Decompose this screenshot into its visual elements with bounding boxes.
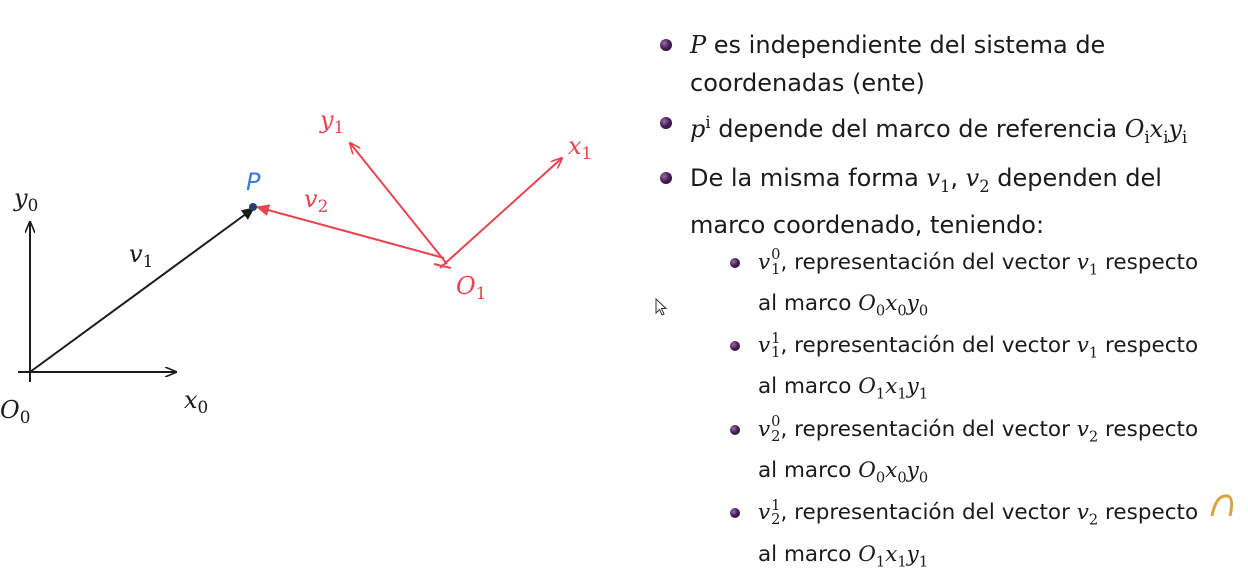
label-x0: x0: [184, 386, 208, 417]
bullet-text: es independiente del sistema de: [706, 31, 1106, 59]
bullet-pi-depends: pi depende del marco de referencia Oixiy…: [656, 104, 1248, 157]
bullet-text: marco coordenado, teniendo:: [690, 210, 1045, 239]
symbol-pi: pi: [690, 113, 711, 143]
frame-oixiyi: Oixiyi: [1124, 115, 1188, 147]
bullet-text: depende del marco de referencia: [710, 115, 1125, 143]
separator: ,: [950, 163, 966, 192]
point-p: [249, 203, 257, 211]
bullet-text: coordenadas (ente): [690, 69, 925, 97]
symbol-v1: v1: [926, 163, 951, 196]
corner-logo-icon: [1210, 494, 1234, 516]
label-y1: y1: [319, 106, 344, 137]
bullet-list: P es independiente del sistema de coorde…: [656, 26, 1248, 581]
v2-vector: [256, 204, 445, 259]
label-o1: O1: [456, 272, 486, 303]
label-x1: x1: [568, 132, 592, 163]
o1-tick: [433, 263, 452, 269]
label-o0: O0: [0, 396, 30, 427]
x1-axis: [439, 158, 562, 269]
mouse-cursor-icon: [655, 298, 668, 316]
label-v1: v1: [129, 240, 153, 271]
label-p: P: [246, 168, 261, 196]
bullet-text: De la misma forma: [690, 163, 927, 192]
symbol-v2: v2: [965, 163, 990, 196]
coordinate-frames-diagram: y0 x0 O0 v1 v2 P y1 x1 O1: [0, 106, 592, 427]
symbol-p: P: [690, 31, 707, 59]
v1-vector: [29, 207, 255, 373]
label-y0: y0: [13, 184, 38, 215]
bullet-text: dependen del: [989, 163, 1162, 192]
y1-axis: [350, 143, 448, 265]
label-v2: v2: [304, 185, 328, 216]
bullet-p-independent: P es independiente del sistema de coorde…: [656, 26, 1248, 102]
